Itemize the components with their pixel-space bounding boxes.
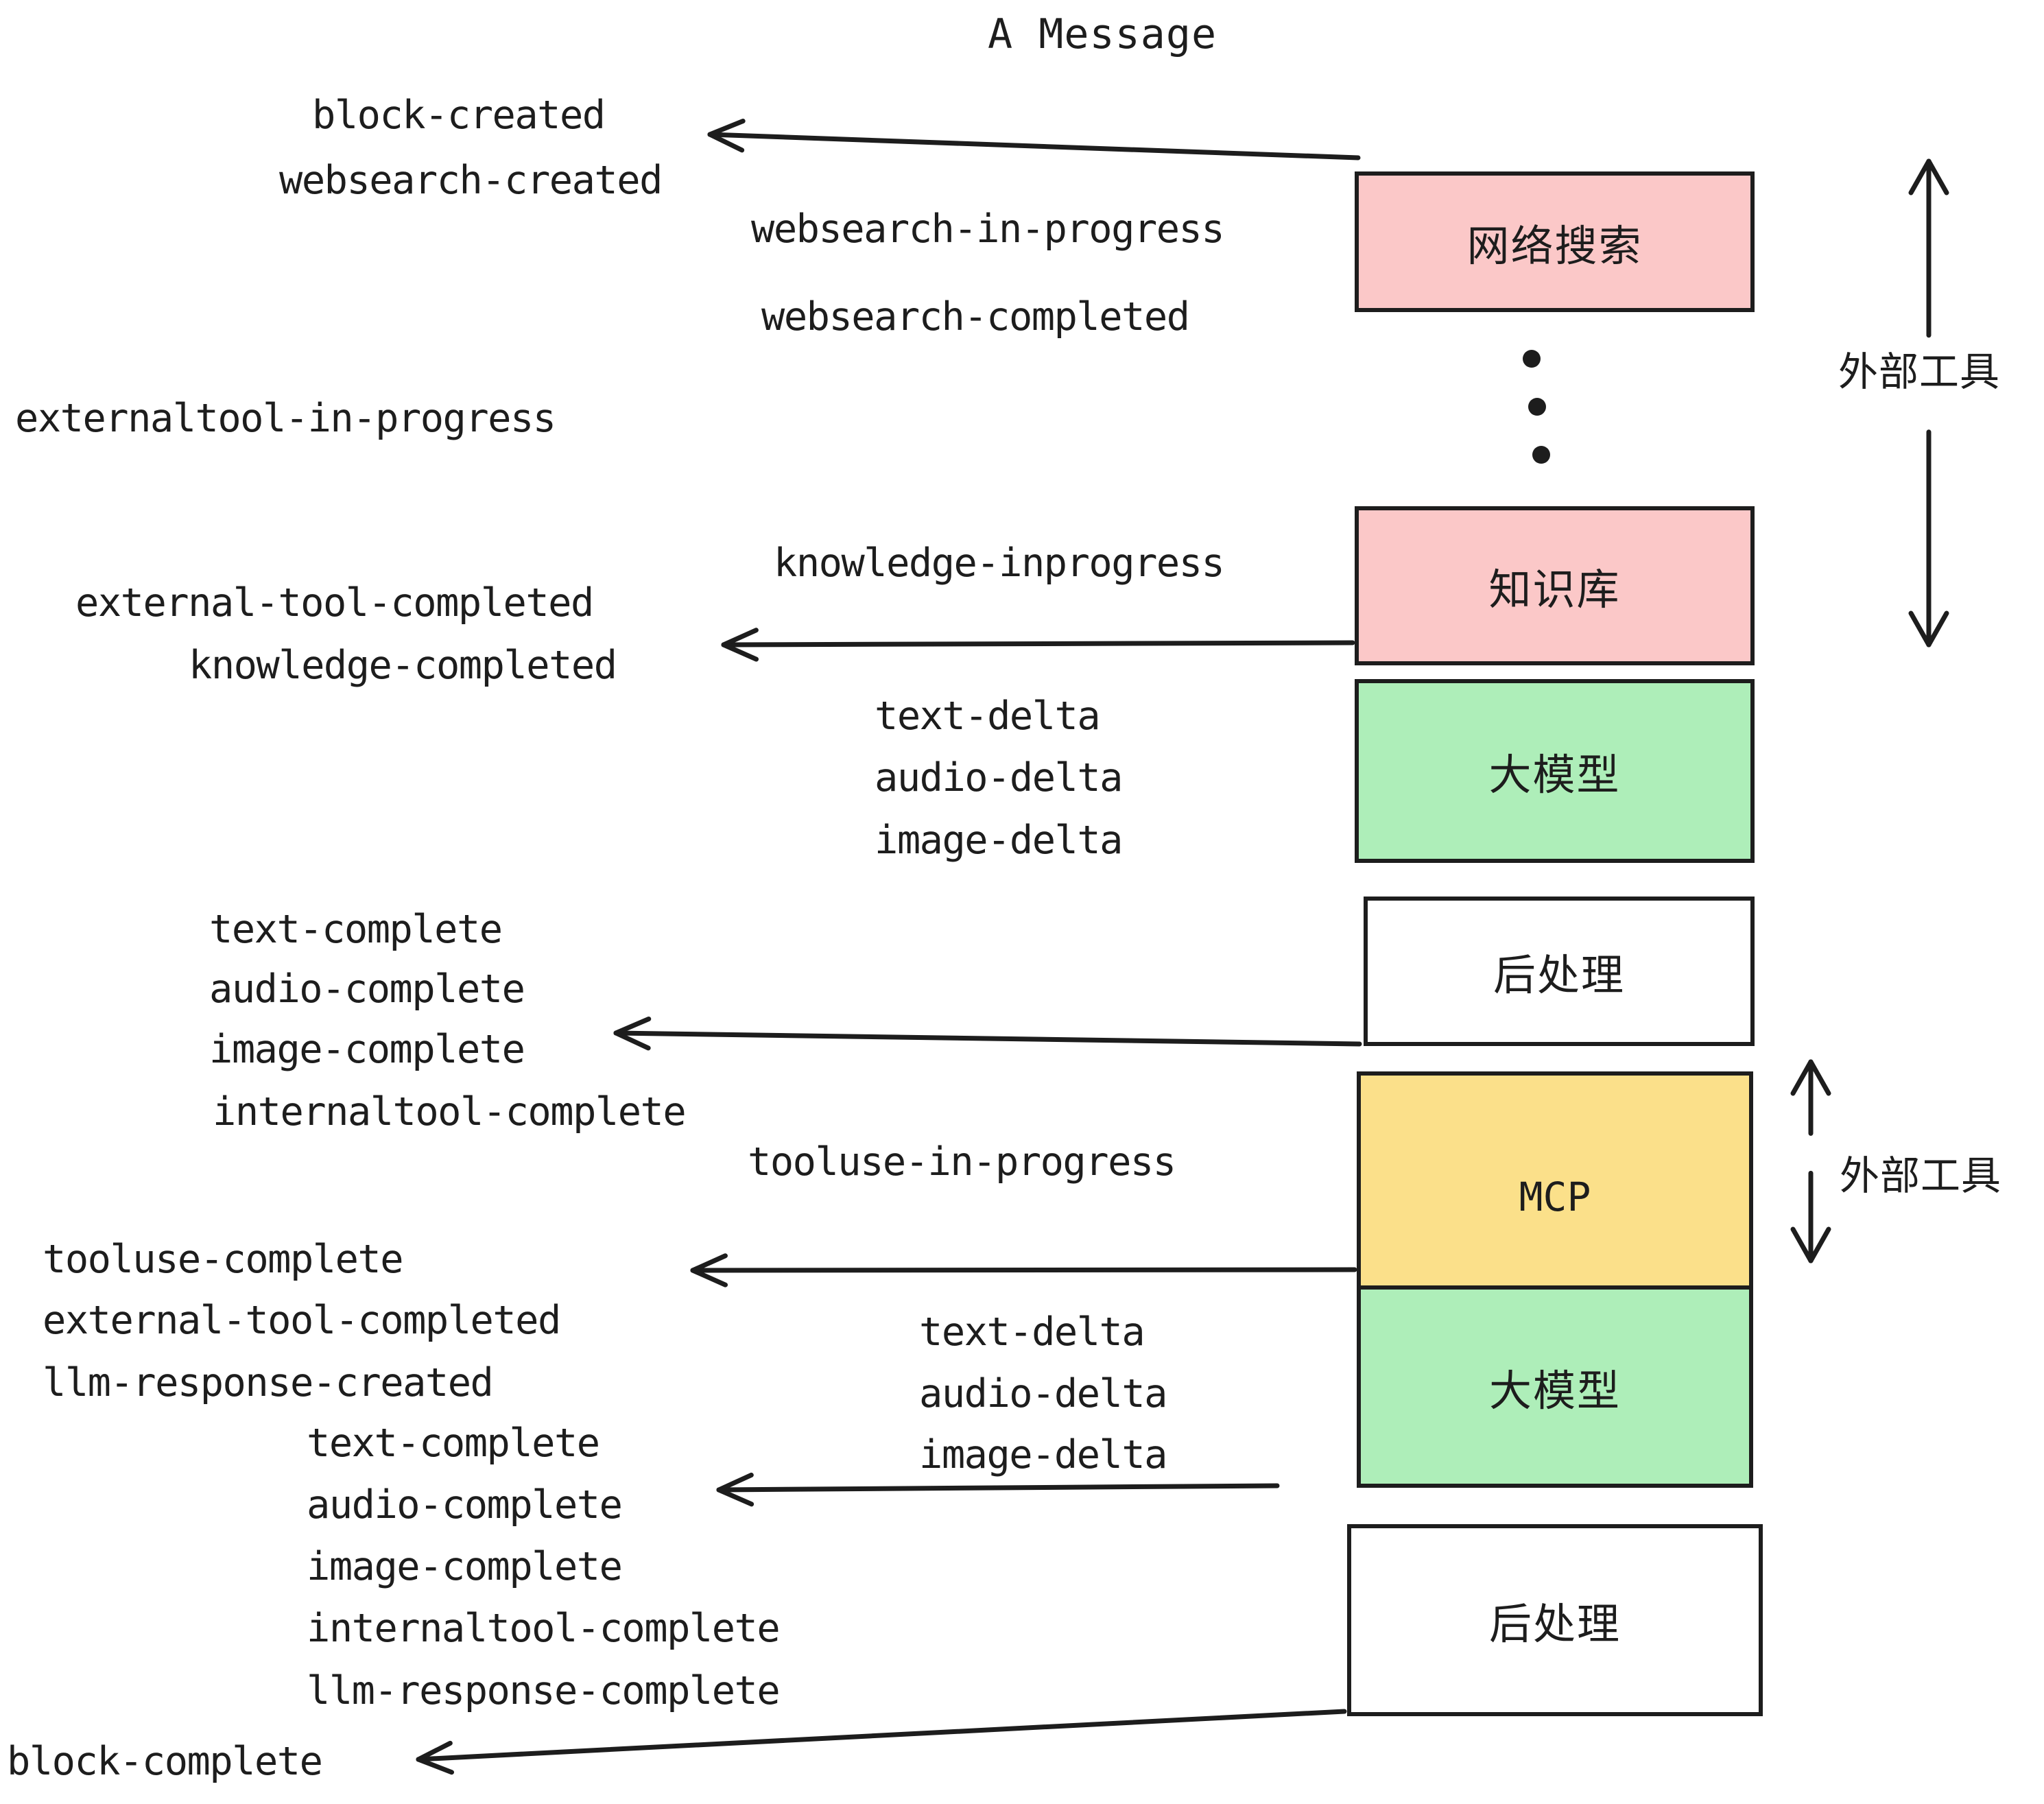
node-label-postprocess-2: 后处理: [1488, 1599, 1621, 1649]
event-label-image-complete-2: image-complete: [307, 1544, 623, 1589]
ellipsis-dot-1: [1523, 350, 1541, 368]
event-label-text-complete-2: text-complete: [307, 1421, 600, 1466]
event-label-tooluse-complete: tooluse-complete: [43, 1237, 404, 1282]
event-label-image-delta-1: image-delta: [875, 818, 1124, 863]
node-box-postprocess-1[interactable]: 后处理: [1364, 897, 1755, 1046]
ellipsis-dot-3: [1532, 446, 1550, 464]
node-box-llm-2[interactable]: 大模型: [1357, 1285, 1753, 1488]
node-label-llm-2: 大模型: [1488, 1365, 1621, 1416]
event-label-externaltool-in-progress: externaltool-in-progress: [15, 396, 556, 441]
event-label-audio-complete-2: audio-complete: [307, 1482, 623, 1528]
ellipsis-dot-2: [1528, 398, 1546, 416]
node-label-websearch: 网络搜索: [1466, 220, 1643, 271]
event-label-text-complete-1: text-complete: [209, 907, 503, 952]
arrow-knowledge-to-completed: [721, 628, 1355, 662]
node-box-postprocess-2[interactable]: 后处理: [1347, 1524, 1763, 1716]
node-label-postprocess-1: 后处理: [1493, 950, 1625, 1000]
event-label-knowledge-completed: knowledge-completed: [189, 643, 617, 688]
event-label-tooluse-in-progress: tooluse-in-progress: [748, 1139, 1176, 1185]
node-label-llm-1: 大模型: [1488, 750, 1621, 800]
event-label-websearch-in-progress: websearch-in-progress: [751, 206, 1225, 252]
event-label-internaltool-complete-1: internaltool-complete: [213, 1089, 687, 1135]
event-label-image-delta-2: image-delta: [919, 1432, 1168, 1477]
event-label-llm-response-complete: llm-response-complete: [307, 1668, 781, 1713]
arrow-postprocess1-to-image: [613, 1016, 1362, 1051]
event-label-block-complete: block-complete: [7, 1739, 323, 1784]
event-label-block-created: block-created: [312, 93, 606, 138]
arrow-postprocess2-to-block: [416, 1709, 1347, 1775]
node-label-knowledge: 知识库: [1488, 565, 1621, 615]
event-label-knowledge-inprogress: knowledge-inprogress: [774, 541, 1225, 586]
node-box-websearch[interactable]: 网络搜索: [1355, 171, 1755, 312]
external-tools-arrow-top: [1908, 158, 1949, 648]
event-label-audio-complete-1: audio-complete: [209, 966, 525, 1012]
external-tools-arrow-bottom: [1790, 1059, 1831, 1263]
node-box-llm-1[interactable]: 大模型: [1355, 679, 1755, 863]
event-label-audio-delta-1: audio-delta: [875, 755, 1124, 800]
side-label-external-tools-top: 外部工具: [1838, 348, 2001, 395]
event-label-websearch-completed: websearch-completed: [761, 294, 1190, 340]
side-label-external-tools-bottom: 外部工具: [1840, 1152, 2002, 1199]
arrow-websearch-to-blockcreated: [707, 119, 1361, 161]
page-title: A Message: [988, 10, 1217, 58]
event-label-text-delta-2: text-delta: [919, 1309, 1145, 1355]
event-label-audio-delta-2: audio-delta: [919, 1371, 1168, 1416]
arrow-mcp-to-tooluse: [690, 1253, 1357, 1287]
event-label-llm-response-created: llm-response-created: [43, 1360, 494, 1405]
event-label-internaltool-complete-2: internaltool-complete: [307, 1606, 781, 1651]
event-label-text-delta-1: text-delta: [875, 693, 1101, 739]
arrow-llm2-to-audiocomplete: [716, 1472, 1280, 1507]
event-label-external-tool-completed-1: external-tool-completed: [75, 580, 594, 626]
event-label-image-complete-1: image-complete: [209, 1027, 525, 1072]
event-label-websearch-created: websearch-created: [279, 158, 663, 203]
node-box-knowledge[interactable]: 知识库: [1355, 506, 1755, 665]
event-label-external-tool-completed-2: external-tool-completed: [43, 1298, 561, 1343]
node-label-mcp: MCP: [1519, 1174, 1591, 1220]
